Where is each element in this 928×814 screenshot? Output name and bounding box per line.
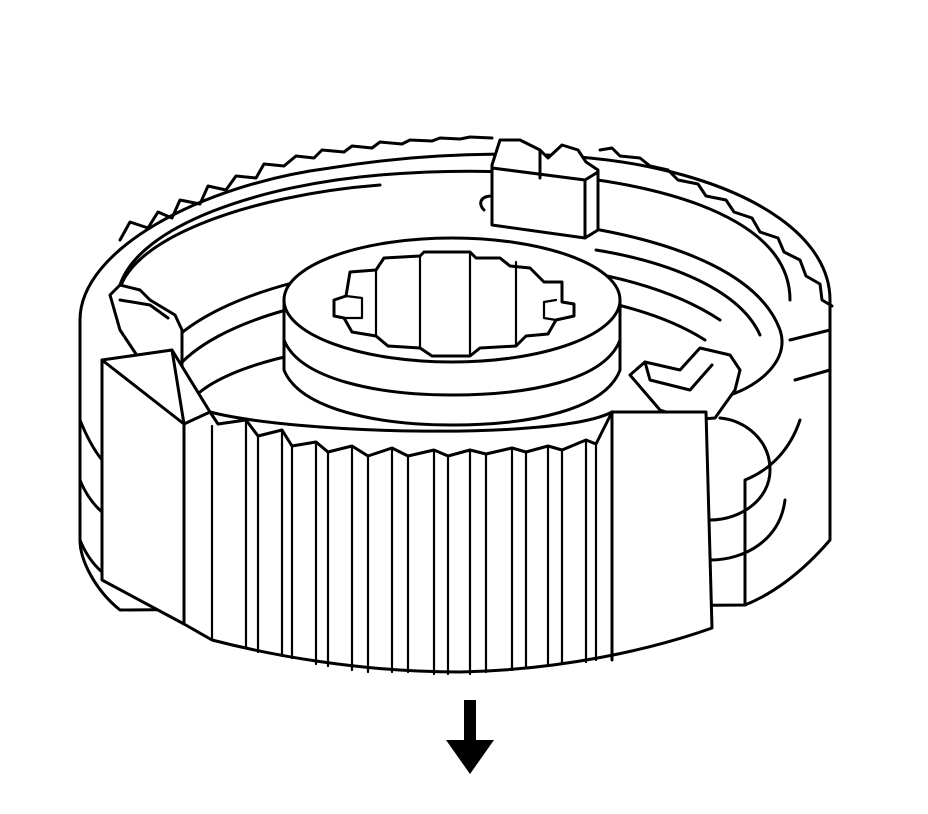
front-gear-teeth bbox=[100, 348, 714, 676]
inner-hub bbox=[282, 236, 622, 427]
down-arrow-icon bbox=[446, 700, 494, 774]
strut-key-top bbox=[479, 138, 600, 240]
strut-key-right bbox=[628, 346, 742, 422]
splined-bore bbox=[332, 250, 576, 358]
left-sleeve-face bbox=[78, 418, 104, 574]
